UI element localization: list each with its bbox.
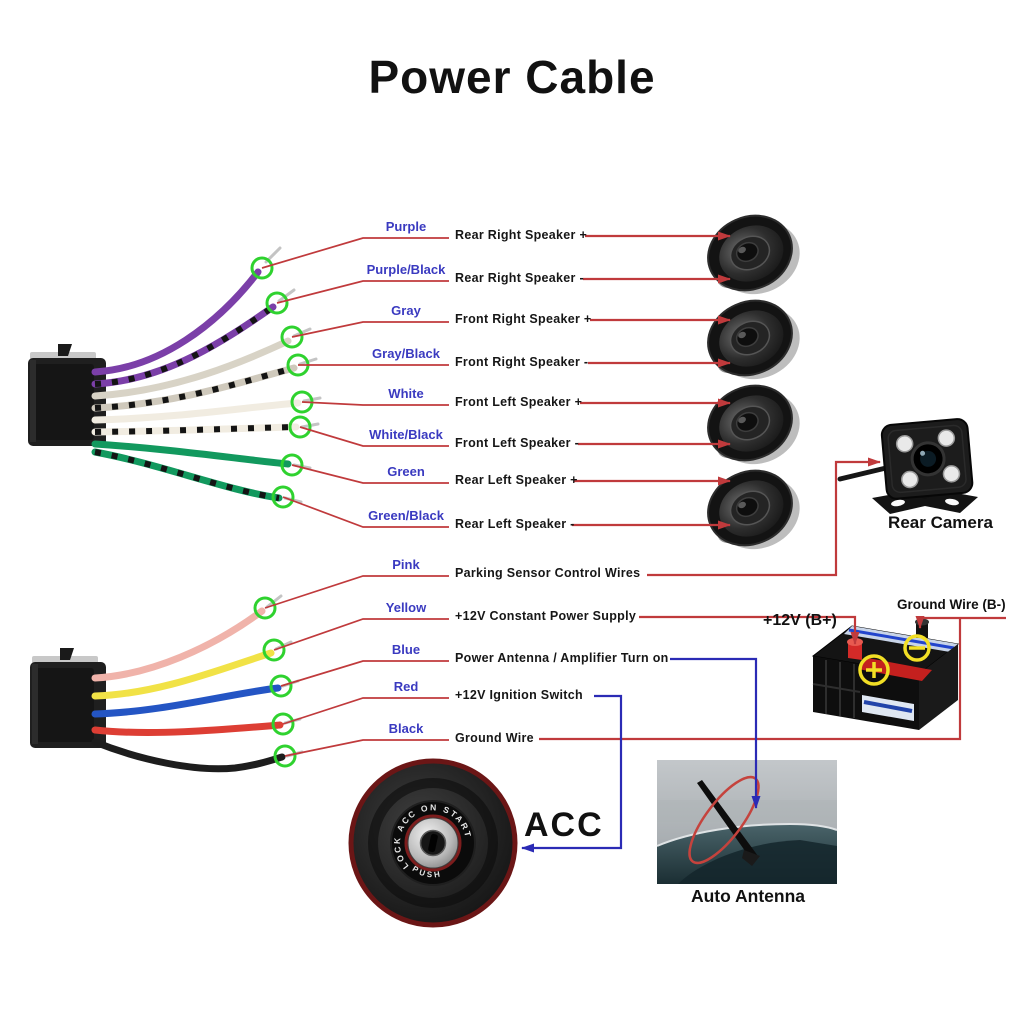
wire-function-rear-left-pos: Rear Left Speaker +	[455, 473, 578, 487]
ignition-switch-graphic: LOCK ACC ON START PUSH	[348, 758, 518, 928]
wire-function-power-antenna: Power Antenna / Amplifier Turn on	[455, 651, 669, 665]
routing-lines	[521, 231, 1006, 853]
wire-purple-black	[91, 303, 277, 388]
wire-name-red: Red	[393, 679, 419, 694]
wire-name-yellow: Yellow	[385, 600, 427, 615]
wire-green	[91, 440, 292, 468]
label-leader-lines	[261, 237, 449, 757]
wire-name-blue: Blue	[391, 642, 421, 657]
wire-name-white: White	[388, 386, 424, 401]
antenna-rod-icon	[697, 780, 758, 858]
constant-power-route	[639, 615, 860, 645]
bottom-harness-wires	[91, 594, 304, 773]
battery-negative-label: Ground Wire (B-)	[897, 597, 1006, 612]
wire-function-parking-sensor: Parking Sensor Control Wires	[455, 566, 641, 580]
parking-sensor-route	[647, 457, 881, 577]
wire-name-pink: Pink	[392, 557, 420, 572]
speaker-front-right	[695, 284, 813, 396]
wire-name-black: Black	[388, 721, 424, 736]
auto-antenna-label: Auto Antenna	[690, 886, 806, 906]
speaker-rear-right	[695, 199, 813, 311]
wire-pink	[91, 607, 266, 682]
wire-purple	[91, 268, 262, 376]
rear-camera-graphic	[837, 418, 978, 514]
wire-function-front-right-pos: Front Right Speaker +	[455, 312, 592, 326]
wire-function-ground: Ground Wire	[455, 731, 534, 745]
wire-function-rear-right-neg: Rear Right Speaker -	[455, 271, 584, 285]
wire-tip-markers	[250, 256, 314, 768]
wire-green-black	[91, 448, 283, 502]
wire-function-ignition-switch: +12V Ignition Switch	[455, 688, 583, 702]
top-connector-graphic	[28, 344, 106, 446]
wire-function-front-right-neg: Front Right Speaker -	[455, 355, 589, 369]
wire-red	[91, 721, 284, 737]
wire-gray	[91, 337, 292, 400]
wire-blue	[91, 684, 282, 718]
antenna-route	[670, 657, 761, 809]
wire-name-purple: Purple	[385, 219, 427, 234]
speaker-graphics	[695, 199, 813, 566]
camera-led-icon	[895, 435, 914, 453]
wire-gray-black	[91, 364, 298, 412]
wire-black	[91, 738, 286, 773]
wire-name-gray: Gray	[391, 303, 421, 318]
wire-name-purple-black: Purple/Black	[366, 262, 446, 277]
speaker-front-left	[695, 369, 813, 481]
wire-name-white-black: White/Black	[369, 427, 443, 442]
auto-antenna-graphic	[656, 760, 838, 884]
rear-camera-label: Rear Camera	[888, 513, 993, 532]
page-title: Power Cable	[368, 51, 656, 103]
speaker-rear-left	[695, 454, 813, 566]
ignition-route	[521, 694, 623, 853]
wire-name-green: Green	[387, 464, 425, 479]
wire-white-black	[91, 423, 300, 436]
wire-function-rear-right-pos: Rear Right Speaker +	[455, 228, 588, 242]
acc-label: ACC	[524, 806, 604, 844]
wire-function-front-left-pos: Front Left Speaker +	[455, 395, 583, 409]
wire-function-constant-power: +12V Constant Power Supply	[455, 609, 637, 623]
battery-negative-mark-icon	[903, 634, 931, 662]
bottom-connector-graphic	[30, 648, 106, 748]
wire-function-front-left-neg: Front Left Speaker -	[455, 436, 580, 450]
ground-route	[539, 618, 962, 741]
wire-name-green-black: Green/Black	[368, 508, 444, 523]
wire-function-rear-left-neg: Rear Left Speaker -	[455, 517, 575, 531]
wire-white	[91, 399, 302, 424]
battery-graphic	[811, 618, 960, 730]
wire-yellow	[91, 649, 275, 700]
top-harness-wires	[91, 246, 322, 504]
battery-positive-label: +12V (B+)	[763, 612, 837, 629]
wire-name-gray-black: Gray/Black	[372, 346, 440, 361]
battery-positive-mark-icon	[858, 654, 890, 686]
